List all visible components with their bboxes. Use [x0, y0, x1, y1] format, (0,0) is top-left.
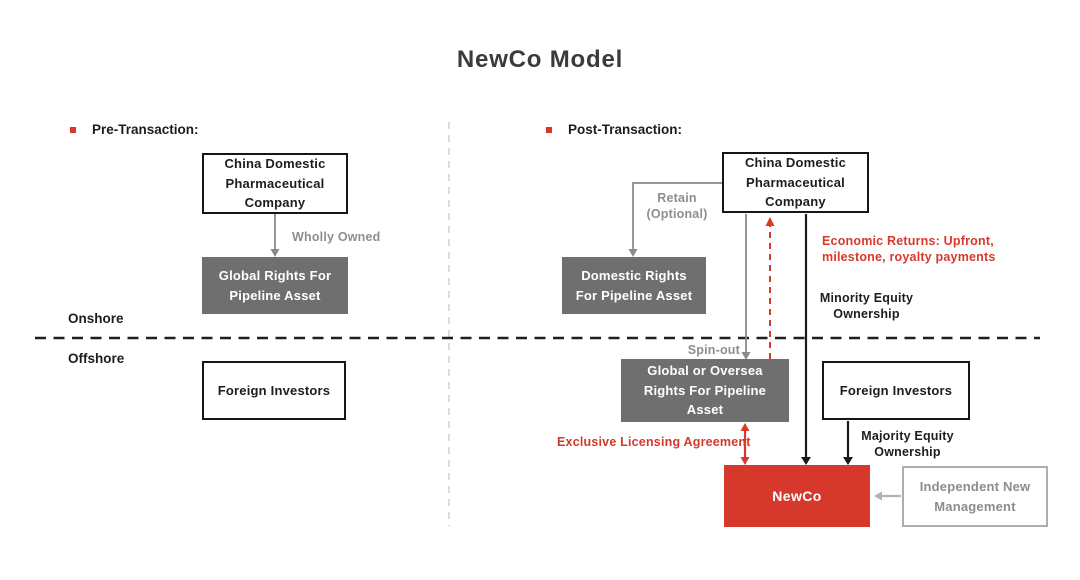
economic-returns-arrowhead-icon [765, 217, 775, 226]
page-title: NewCo Model [456, 46, 624, 73]
onshore-label: Onshore [68, 311, 124, 326]
newco-box: NewCo [724, 465, 870, 527]
post-domestic-rights-box: Domestic Rights For Pipeline Asset [562, 257, 706, 314]
pre-transaction-label: Pre-Transaction: [92, 122, 199, 137]
retain-label: Retain (Optional) [646, 191, 708, 222]
exclusive-licensing-up-arrowhead-icon [740, 423, 750, 431]
wholly-owned-arrowhead-icon [270, 249, 280, 257]
spin-out-label: Spin-out [687, 343, 740, 357]
pre-transaction-heading: Pre-Transaction: [70, 122, 199, 137]
minority-equity-arrowhead-icon [801, 457, 811, 465]
post-foreign-investors-box: Foreign Investors [822, 361, 970, 420]
exclusive-licensing-label: Exclusive Licensing Agreement [557, 435, 751, 449]
pre-china-company-box: China Domestic Pharmaceutical Company [202, 153, 348, 214]
bullet-icon [70, 126, 76, 133]
exclusive-licensing-down-arrowhead-icon [740, 457, 750, 465]
majority-equity-label: Majority Equity Ownership [861, 429, 954, 460]
pre-foreign-investors-box: Foreign Investors [202, 361, 346, 420]
post-global-oversea-rights-box: Global or Oversea Rights For Pipeline As… [621, 359, 789, 422]
offshore-label: Offshore [68, 351, 125, 366]
majority-equity-arrowhead-icon [843, 457, 853, 465]
wholly-owned-label: Wholly Owned [292, 230, 381, 244]
economic-returns-label: Economic Returns: Upfront, milestone, ro… [822, 234, 996, 265]
bullet-icon [546, 126, 552, 133]
post-transaction-label: Post-Transaction: [568, 122, 683, 137]
post-china-company-box: China Domestic Pharmaceutical Company [722, 152, 869, 213]
minority-equity-label: Minority Equity Ownership [819, 291, 914, 322]
management-arrowhead-icon [874, 491, 882, 501]
post-transaction-heading: Post-Transaction: [546, 122, 682, 137]
independent-management-box: Independent New Management [902, 466, 1048, 527]
retain-arrowhead-icon [628, 249, 638, 257]
pre-global-rights-box: Global Rights For Pipeline Asset [202, 257, 348, 314]
